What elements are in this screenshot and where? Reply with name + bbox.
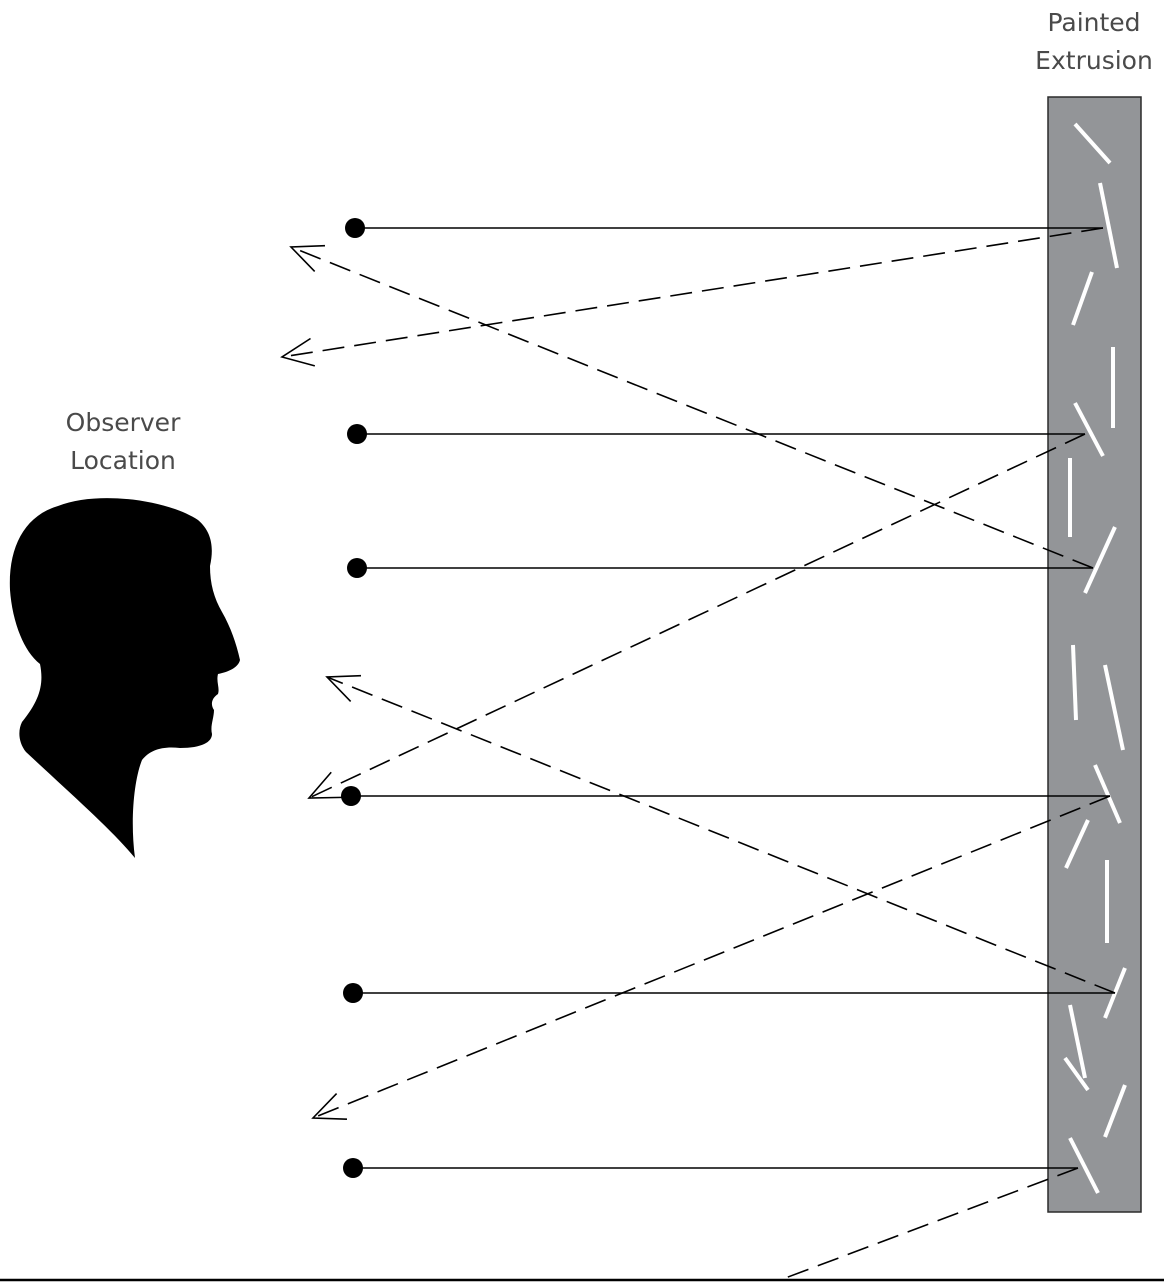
- light-source-dot-icon: [347, 558, 367, 578]
- observer-label-line2: Location: [70, 446, 176, 475]
- arrowhead-icon: [307, 771, 344, 799]
- panel-label-line1: Painted: [1047, 8, 1141, 37]
- observer-label-line1: Observer: [65, 408, 181, 437]
- panel-label: Painted Extrusion: [1024, 4, 1164, 80]
- metallic-flake: [1098, 182, 1119, 269]
- arrowhead-icon: [289, 244, 326, 272]
- metallic-flake: [1068, 1004, 1087, 1079]
- panel-body: [1047, 96, 1142, 1213]
- metallic-flake: [1063, 1056, 1090, 1092]
- light-source-dot-icon: [343, 983, 363, 1003]
- reflected-rays: [280, 227, 1116, 1281]
- metallic-flake: [1083, 526, 1117, 594]
- light-source-dot-icon: [341, 786, 361, 806]
- arrowhead-icon: [311, 1092, 348, 1121]
- arrowhead-icon: [280, 337, 316, 367]
- reflected-ray: [281, 227, 1104, 358]
- metallic-flake: [1071, 271, 1094, 326]
- metallic-flake: [1073, 402, 1105, 457]
- light-source-dot-icon: [343, 1158, 363, 1178]
- metallic-flake: [1071, 644, 1078, 721]
- metallic-flake: [1103, 664, 1125, 751]
- metallic-flake: [1073, 122, 1112, 165]
- reflected-ray: [290, 246, 1094, 569]
- reflected-ray: [326, 676, 1116, 994]
- observer-head-silhouette-icon: [9, 498, 241, 858]
- panel-label-line2: Extrusion: [1035, 46, 1153, 75]
- light-source-dot-icon: [345, 218, 365, 238]
- reflected-ray: [312, 795, 1111, 1119]
- metallic-flake: [1064, 819, 1090, 869]
- incident-rays: [341, 218, 1115, 1178]
- observer-label: Observer Location: [38, 404, 208, 480]
- light-source-dot-icon: [347, 424, 367, 444]
- metallic-flake: [1093, 764, 1122, 824]
- painted-extrusion-panel: [1047, 96, 1142, 1213]
- metallic-flake: [1068, 1137, 1100, 1194]
- reflected-ray: [308, 433, 1086, 799]
- metallic-flake: [1103, 1084, 1127, 1138]
- arrowhead-icon: [325, 674, 362, 702]
- reflected-ray: [779, 1167, 1079, 1281]
